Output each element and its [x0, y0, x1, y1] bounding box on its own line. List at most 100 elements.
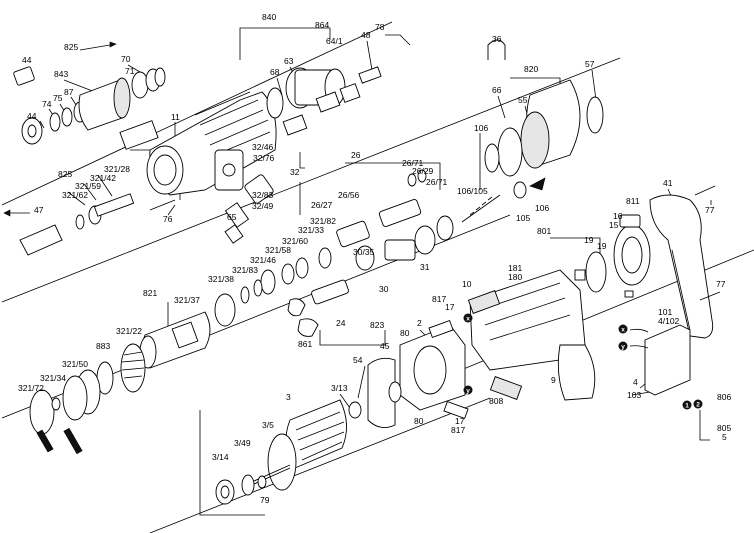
part-callout: 70	[121, 54, 131, 64]
part-callout: 321/50	[62, 359, 88, 369]
marker-label: 1	[685, 403, 689, 410]
part-callout: 80	[414, 416, 424, 426]
part-callout: 321/72	[18, 383, 44, 393]
part-callout: 3/5	[262, 420, 274, 430]
part-callout: 32	[290, 167, 300, 177]
part-callout: 4/102	[658, 316, 680, 326]
part-callout: 321/34	[40, 373, 66, 383]
part-callout: 17	[455, 416, 465, 426]
part-callout: 180	[508, 272, 522, 282]
part-callout: 30	[379, 284, 389, 294]
part-callout: 76	[163, 214, 173, 224]
marker-disc	[618, 341, 628, 351]
part-callout: 77	[716, 279, 726, 289]
part-callout: 80	[400, 328, 410, 338]
part-callout: 321/58	[265, 245, 291, 255]
part-callout: 64/1	[326, 36, 343, 46]
motor-housing	[467, 269, 596, 401]
part-callout: 15	[609, 220, 619, 230]
part-callout: 26	[351, 150, 361, 160]
part-callout: 3/13	[331, 383, 348, 393]
part-callout: 32/76	[253, 153, 275, 163]
part-callout: 36	[492, 34, 502, 44]
spindle-parts	[336, 169, 454, 271]
part-callout: 805	[717, 423, 731, 433]
part-callout: 44	[22, 55, 32, 65]
part-callout: 843	[54, 69, 68, 79]
part-callout: 2	[417, 318, 422, 328]
bit-holder-parts	[19, 193, 176, 256]
part-callout: 32/83	[252, 190, 274, 200]
part-callout: 66	[492, 85, 502, 95]
part-callout: 87	[64, 87, 74, 97]
part-callout: 3/49	[234, 438, 251, 448]
marker-label: y	[621, 344, 625, 351]
part-callout: 825	[64, 42, 78, 52]
part-callout: 321/59	[75, 181, 101, 191]
switch-parts	[585, 214, 691, 396]
part-callout: 26/71	[426, 177, 448, 187]
part-callout: 57	[585, 59, 595, 69]
part-callout: 806	[717, 392, 731, 402]
part-callout: 63	[284, 56, 294, 66]
wire-marker: y	[618, 341, 628, 351]
gear-cover	[461, 39, 604, 223]
part-callout: 31	[420, 262, 430, 272]
part-callout: 55	[518, 95, 528, 105]
part-callout: 817	[451, 425, 465, 435]
part-callout: 321/42	[90, 173, 116, 183]
part-callout: 16	[613, 211, 623, 221]
handle-assembly	[649, 185, 721, 339]
gear-housing	[119, 91, 277, 196]
part-callout: 801	[537, 226, 551, 236]
wire-marker: 2	[693, 399, 703, 409]
part-callout: 321/28	[104, 164, 130, 174]
field-coil	[367, 319, 469, 429]
marker-label: x	[466, 316, 470, 323]
part-callout: 101	[658, 307, 672, 317]
part-callout: 19	[584, 235, 594, 245]
part-callout: 5	[722, 432, 727, 442]
direction-arrows	[3, 41, 546, 217]
part-callout: 321/22	[116, 326, 142, 336]
part-callout: 321/46	[250, 255, 276, 265]
part-callout: 321/82	[310, 216, 336, 226]
part-callout: 26/56	[338, 190, 360, 200]
part-callout: 3	[286, 392, 291, 402]
part-callout: 105	[516, 213, 530, 223]
part-callout: 840	[262, 12, 276, 22]
part-callout: 321/38	[208, 274, 234, 284]
striker-parts	[240, 247, 349, 337]
part-callout: 181	[508, 263, 522, 273]
chuck-assembly	[13, 66, 166, 145]
part-callout: 54	[353, 355, 363, 365]
part-callout: 26/71	[402, 158, 424, 168]
part-callout: 321/33	[298, 225, 324, 235]
part-callout: 808	[489, 396, 503, 406]
marker-disc	[618, 324, 628, 334]
part-callout: 11	[171, 112, 180, 122]
part-callout: 26/27	[311, 200, 333, 210]
part-callout: 10	[462, 279, 472, 289]
wire-marker: x	[463, 313, 473, 323]
part-callout: 321/62	[62, 190, 88, 200]
part-callout: 65	[227, 212, 237, 222]
part-callout: 817	[432, 294, 446, 304]
part-callout: 44	[27, 111, 37, 121]
part-callout: 321/83	[232, 265, 258, 275]
impact-mechanism	[29, 293, 236, 455]
part-callout: 106	[474, 123, 488, 133]
marker-label: y	[466, 388, 470, 395]
part-callout: 820	[524, 64, 538, 74]
part-callout: 106	[535, 203, 549, 213]
part-callout: 32/46	[252, 142, 274, 152]
part-callout: 106/105	[457, 186, 488, 196]
part-callout: 79	[260, 495, 270, 505]
part-callout: 823	[370, 320, 384, 330]
wire-marker: y	[463, 385, 473, 395]
part-callout: 71	[125, 66, 135, 76]
marker-disc	[682, 400, 692, 410]
